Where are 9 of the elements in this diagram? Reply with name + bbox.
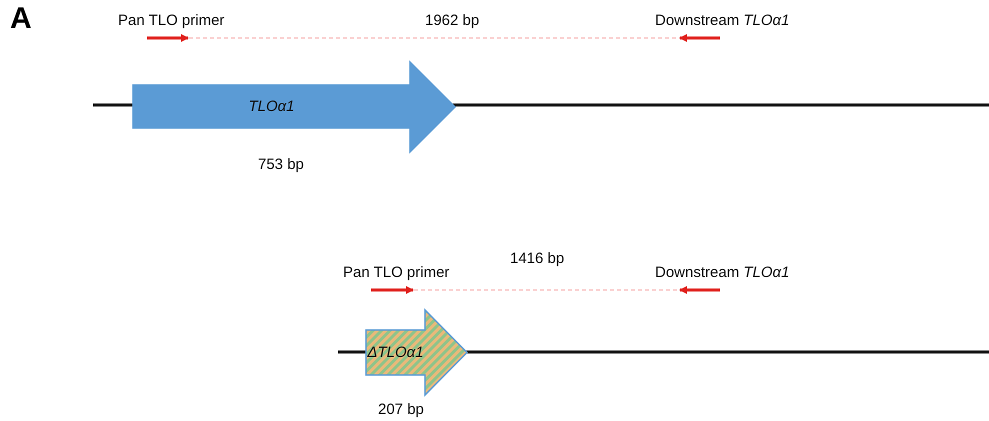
- edge-label: 1416 bp: [510, 250, 564, 267]
- primer-name: Pan TLO primer: [343, 264, 450, 281]
- size-label: 753 bp: [258, 156, 304, 173]
- primer-name: Pan TLO primer: [118, 12, 224, 29]
- edge-label: 1962 bp: [425, 12, 480, 29]
- primer-name: Downstream TLOα1: [655, 264, 790, 281]
- panel-label: A: [10, 2, 32, 36]
- size-label: 207 bp: [378, 401, 424, 418]
- primer-name: Downstream TLOα1: [655, 12, 790, 29]
